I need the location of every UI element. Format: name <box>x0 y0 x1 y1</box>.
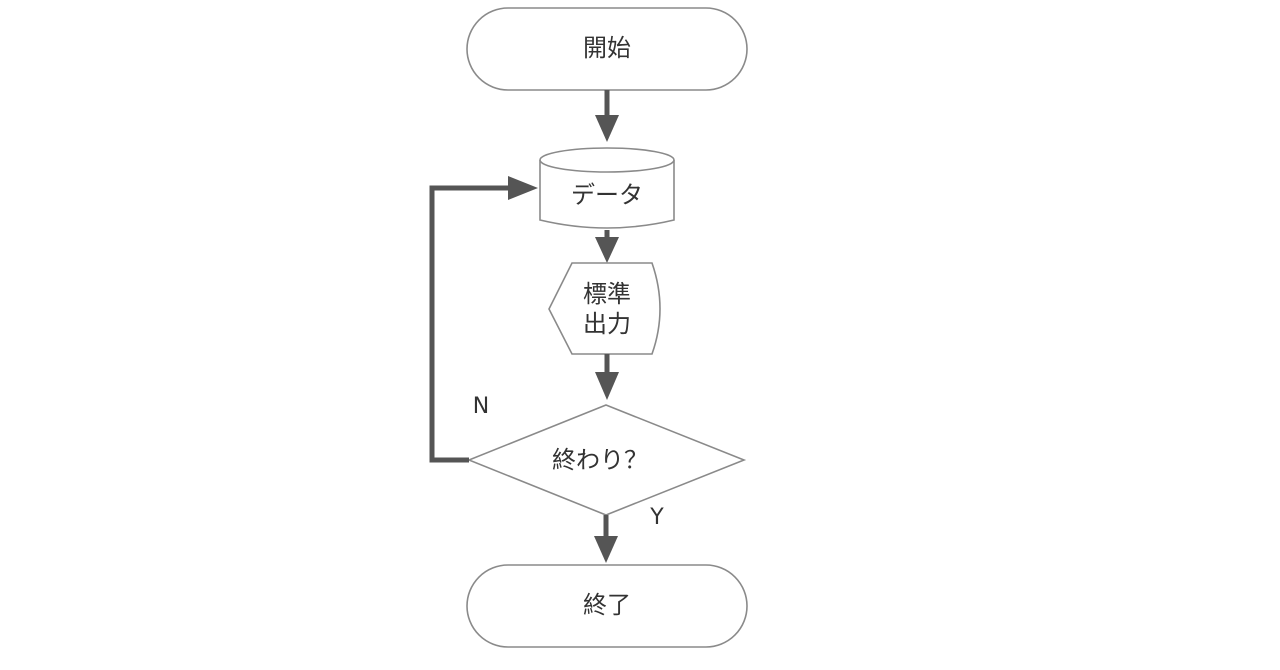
data-node: データ <box>539 147 675 229</box>
end-node: 終了 <box>466 564 748 648</box>
arrow-data-to-output <box>595 230 619 263</box>
arrow-loop-back-line <box>429 185 512 463</box>
start-node-label: 開始 <box>583 34 631 62</box>
start-node: 開始 <box>466 7 748 91</box>
branch-label-no: N <box>473 394 489 419</box>
data-node-label: データ <box>571 181 643 209</box>
branch-label-yes: Y <box>649 505 664 530</box>
arrow-start-to-data-head <box>595 115 619 142</box>
decision-node: 終わり？ <box>466 404 747 516</box>
data-node-top <box>539 147 675 173</box>
arrow-decision-to-end-head <box>594 536 618 563</box>
end-node-shape <box>466 564 748 648</box>
arrow-loop-back-head <box>508 176 538 200</box>
arrow-data-to-output-head <box>595 237 619 263</box>
decision-node-label: 終わり？ <box>552 446 648 474</box>
arrow-output-to-decision-head <box>595 372 619 400</box>
arrow-loop-back <box>429 176 538 463</box>
output-node-shape <box>548 262 661 355</box>
output-node: 標準 出力 <box>548 262 661 355</box>
arrow-decision-to-end <box>594 515 618 563</box>
output-node-label-line1: 標準 <box>583 280 631 308</box>
arrow-start-to-data <box>595 90 619 142</box>
output-node-label-line2: 出力 <box>583 310 631 338</box>
end-node-label: 終了 <box>583 591 631 619</box>
data-node-shape <box>539 160 675 229</box>
arrow-output-to-decision <box>595 354 619 400</box>
